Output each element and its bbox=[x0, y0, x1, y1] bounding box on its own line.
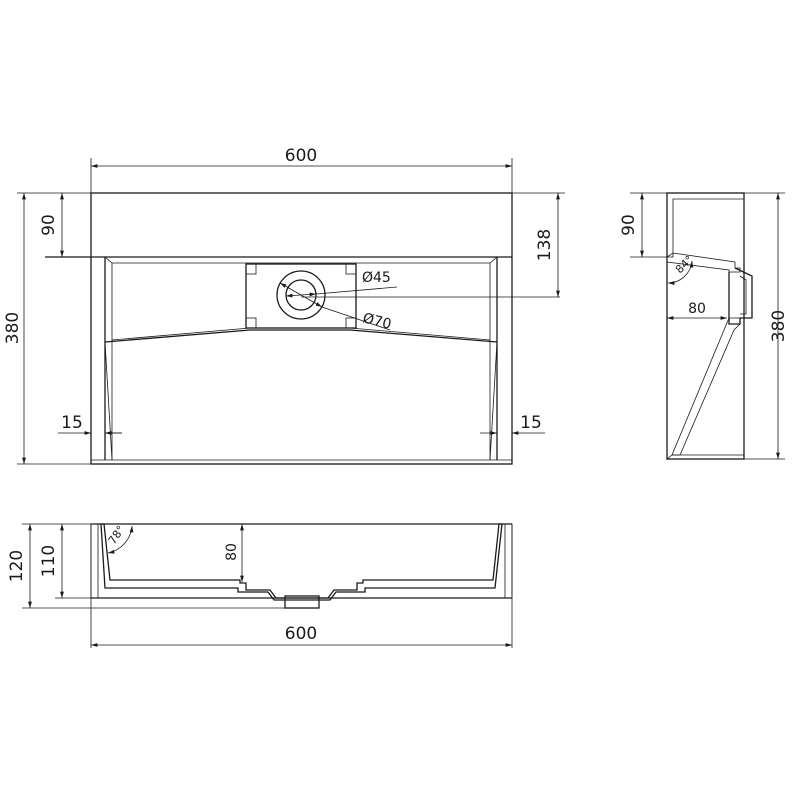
top-view: Ø45 Ø70 600 380 90 138 15 15 bbox=[3, 146, 565, 465]
drain-outlet bbox=[284, 595, 320, 609]
front-view: 120 110 80 78° 600 bbox=[7, 523, 513, 648]
total-height-dimension: 120 bbox=[7, 550, 27, 582]
front-width-dimension: 600 bbox=[285, 624, 317, 644]
top-rim-dimension: 90 bbox=[39, 214, 59, 236]
drain-inner-diameter: Ø45 bbox=[362, 270, 391, 286]
side-outline bbox=[666, 192, 745, 460]
body-height-dimension: 110 bbox=[39, 545, 59, 577]
side-view: 90 380 80 84° bbox=[619, 192, 789, 460]
right-wall-dimension: 15 bbox=[520, 413, 542, 433]
left-wall-dimension: 15 bbox=[61, 413, 83, 433]
top-width-dimension: 600 bbox=[285, 146, 317, 166]
side-angle-label: 84° bbox=[673, 253, 696, 276]
drain-outer-diameter: Ø70 bbox=[361, 310, 393, 333]
drain-outer-circle bbox=[276, 270, 326, 320]
overflow-dimension: 80 bbox=[688, 301, 706, 317]
drain-offset-dimension: 138 bbox=[535, 229, 555, 261]
side-rim-dimension: 90 bbox=[619, 214, 639, 236]
top-depth-dimension: 380 bbox=[3, 312, 23, 344]
basin-section bbox=[100, 523, 503, 601]
top-outline bbox=[90, 192, 513, 465]
drain-recess bbox=[245, 263, 357, 329]
basin-depth-dimension: 80 bbox=[224, 543, 240, 561]
side-depth-dimension: 380 bbox=[769, 310, 789, 342]
basin-slope-line bbox=[104, 329, 498, 343]
